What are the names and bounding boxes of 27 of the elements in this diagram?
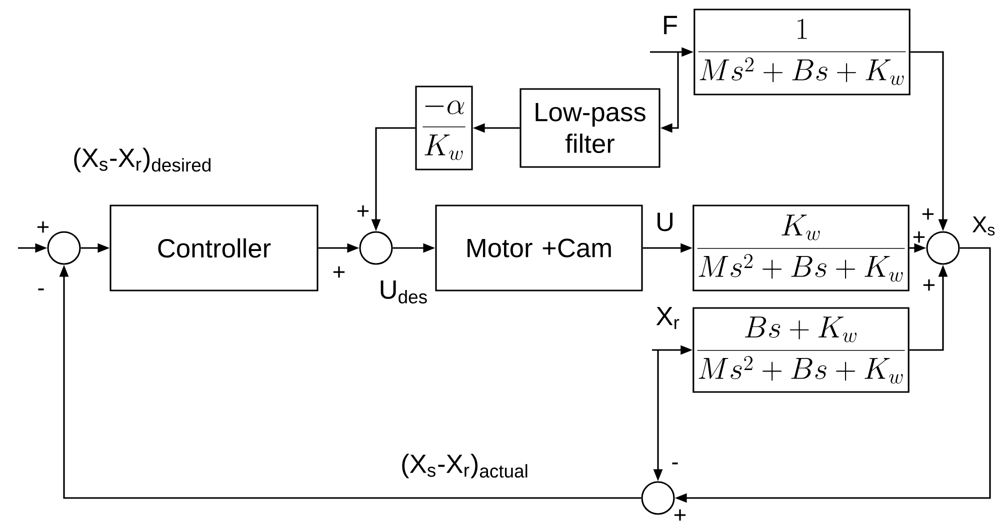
edge-label: F <box>660 14 680 36</box>
sign-label: + <box>923 279 935 291</box>
sign-label: + <box>922 208 934 220</box>
sign-label: + <box>333 266 345 278</box>
block-box: Motor +Cam <box>435 204 643 292</box>
transfer-function-box: $\frac{Bs+K_{w}}{Ms^{2}+Bs+K_{w}}$ <box>692 307 910 393</box>
sign-label: + <box>674 509 686 521</box>
edge-label: (X$_{s}$-X$_{r}$)$_{actual}$ <box>398 452 532 480</box>
edge-label: X$_{r}$ <box>654 305 682 331</box>
transfer-function-box: $\frac{K_{w}}{Ms^{2}+Bs+K_{w}}$ <box>692 204 910 292</box>
sign-label: + <box>37 221 49 233</box>
transfer-function-box: $\frac{1}{Ms^{2}+Bs+K_{w}}$ <box>694 8 910 96</box>
summing-junction <box>47 231 81 265</box>
edge-label: U$_{des}$ <box>377 278 430 306</box>
sign-label: + <box>913 231 925 243</box>
gain-box: $\frac{-\alpha}{K_{w}}$ <box>415 86 473 170</box>
block-box: Low-pass filter <box>520 88 660 168</box>
summing-junction <box>359 231 393 265</box>
edge-label: U <box>654 211 676 233</box>
summing-junction <box>641 481 675 515</box>
block-box: Controller <box>110 204 318 292</box>
sign-label: X$_{s}$ <box>972 216 995 236</box>
sign-label: + <box>357 205 369 217</box>
summing-junction <box>926 231 960 265</box>
sign-label: - <box>672 462 678 464</box>
edge-label: (X$_{s}$-X$_{r}$)$_{desired}$ <box>70 146 214 174</box>
sign-label: - <box>38 288 44 290</box>
